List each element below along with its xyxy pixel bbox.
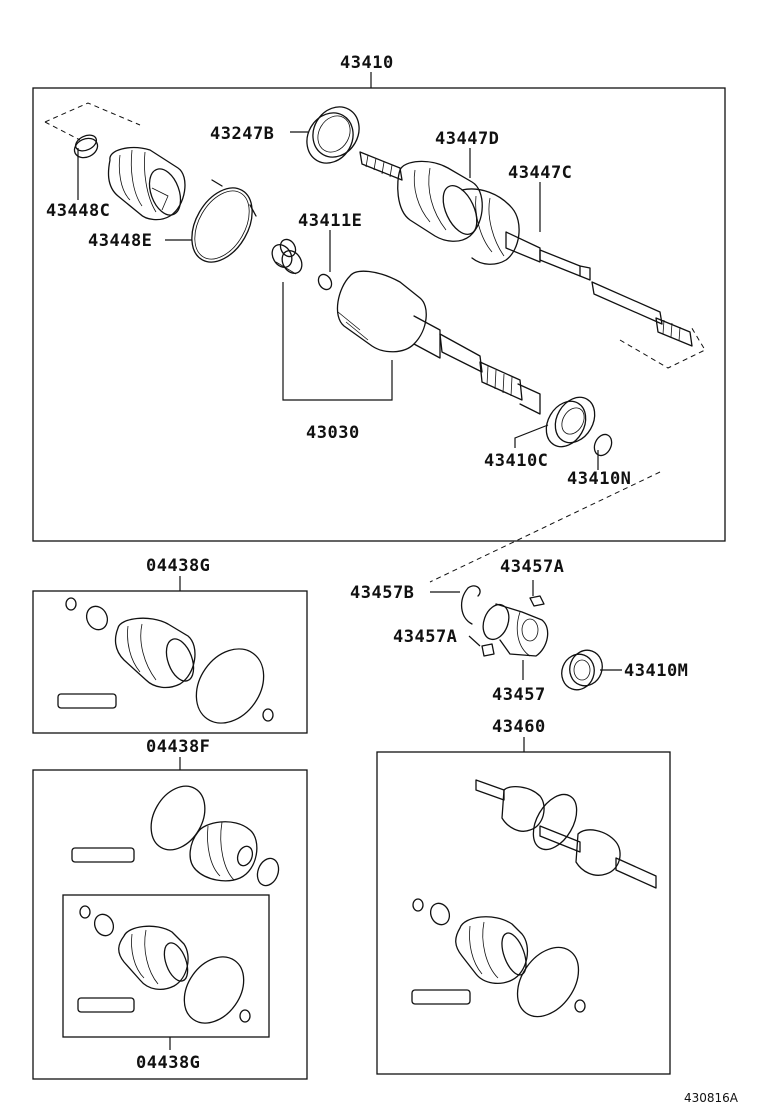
- label-43410N: 43410N: [567, 469, 631, 489]
- kit-04438G-top: [57, 597, 274, 724]
- dash-left-group-b: [44, 121, 81, 141]
- boot-left-icon: [107, 146, 186, 221]
- label-43447D: 43447D: [435, 129, 499, 149]
- bolt-43457A-top-icon: [529, 595, 545, 607]
- label-43460: 43460: [492, 717, 546, 737]
- label-43448C: 43448C: [46, 201, 110, 221]
- label-43410M: 43410M: [624, 661, 688, 681]
- grease-tube-icon: [57, 693, 117, 709]
- figure-ref: 430816A: [684, 1091, 739, 1105]
- kit-04438G-bot: [77, 905, 251, 1024]
- bracket-43457-icon: [482, 603, 549, 657]
- label-43030: 43030: [306, 423, 360, 443]
- kit-43460: [411, 898, 586, 1018]
- axle-43460-icon: [475, 779, 657, 889]
- inboard-joint-icon: [336, 270, 541, 415]
- outboard-shaft-icon: [359, 151, 693, 347]
- frame-04438G-top: [32, 590, 308, 734]
- label-43448E: 43448E: [88, 231, 152, 251]
- frame-04438F: [32, 769, 308, 1080]
- label-04438F: 04438F: [146, 737, 210, 757]
- label-43457A-top: 43457A: [500, 557, 564, 577]
- leader-43457A-bot: [468, 635, 481, 647]
- clamp-43448E-icon: [191, 179, 257, 263]
- label-43457B: 43457B: [350, 583, 414, 603]
- bearing-43410C-icon: [545, 396, 596, 448]
- label-43411E: 43411E: [298, 211, 362, 231]
- label-43247B: 43247B: [210, 124, 274, 144]
- snap-ring-43457B-icon: [461, 585, 481, 625]
- grease-tube-icon: [71, 847, 135, 863]
- snap-ring-43411E-icon: [317, 273, 333, 291]
- dash-left-group: [44, 102, 141, 126]
- frame-43460: [376, 751, 671, 1075]
- leader-43410C: [514, 424, 549, 448]
- ring-43410N-icon: [593, 433, 613, 457]
- tripod-joint-icon: [271, 238, 303, 275]
- kit-04438F: [71, 785, 280, 887]
- dash-shaft-end: [619, 324, 706, 369]
- frame-43410: [32, 87, 726, 542]
- label-43457A-bot: 43457A: [393, 627, 457, 647]
- label-04438G-bot: 04438G: [136, 1053, 200, 1073]
- frame-04438G-inner: [62, 894, 270, 1038]
- label-43447C: 43447C: [508, 163, 572, 183]
- leader-43030: [282, 282, 393, 401]
- label-43457: 43457: [492, 685, 546, 705]
- clamp-43448C-icon: [73, 134, 99, 159]
- dash-to-bracket: [429, 471, 661, 583]
- label-04438G-top: 04438G: [146, 556, 210, 576]
- grease-tube-icon: [411, 989, 471, 1005]
- label-43410C: 43410C: [484, 451, 548, 471]
- ring-43247B-icon: [306, 106, 360, 164]
- grease-tube-icon: [77, 997, 135, 1013]
- bolt-43457A-bot-icon: [481, 643, 495, 657]
- bearing-43410M-icon: [561, 649, 603, 691]
- label-43410: 43410: [340, 53, 394, 73]
